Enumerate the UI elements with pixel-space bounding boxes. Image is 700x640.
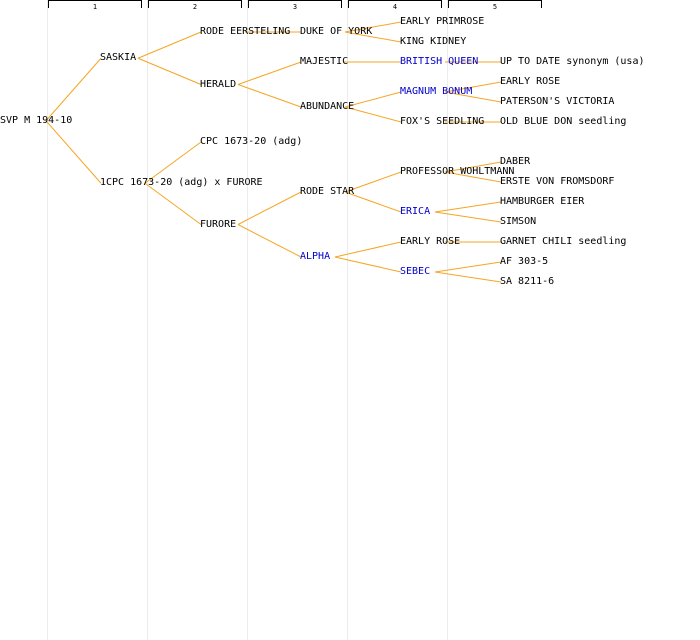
pedigree-edge [45, 120, 102, 184]
variety-label: ERSTE VON FROMSDORF [500, 176, 615, 187]
variety-label: DUKE OF YORK [300, 26, 373, 37]
pedigree-edge [144, 182, 202, 225]
generation-bracket: 4 [348, 0, 442, 11]
variety-label: AF 303-5 [500, 256, 549, 267]
variety-label: UP TO DATE synonym (usa) [500, 56, 645, 67]
pedigree-edge [237, 224, 302, 258]
variety-label: EARLY ROSE [500, 76, 561, 87]
generation-bracket: 5 [448, 0, 542, 11]
pedigree-edge [237, 61, 302, 85]
variety-label: SASKIA [100, 52, 137, 64]
pedigree-edge [237, 84, 302, 108]
pedigree-edge [344, 191, 402, 213]
pedigree-edge [434, 201, 502, 213]
pedigree-edge [344, 31, 402, 43]
root-variety-label: SVP M 194-10 [0, 114, 73, 126]
pedigree-edge [45, 57, 102, 122]
pedigree-edge [137, 31, 202, 59]
pedigree-edge [434, 271, 502, 283]
variety-label: CPC 1673-20 (adg) [200, 136, 303, 147]
variety-label: BRITISH QUEEN [400, 56, 479, 67]
variety-label: MAGNUM BONUM [400, 86, 473, 97]
column-guide [447, 0, 448, 640]
pedigree-edge [344, 21, 402, 33]
variety-label: PATERSON'S VICTORIA [500, 96, 615, 107]
pedigree-edge [344, 106, 402, 123]
pedigree-edge [444, 171, 502, 183]
variety-label: 1CPC 1673-20 (adg) x FURORE [100, 177, 263, 189]
pedigree-edge [444, 81, 502, 93]
variety-label: HERALD [200, 78, 237, 90]
variety-label: FOX'S SEEDLING [400, 116, 485, 127]
pedigree-edge [344, 91, 402, 108]
variety-label: ALPHA [300, 251, 331, 262]
generation-number: 1 [92, 3, 98, 11]
variety-label: SA 8211-6 [500, 276, 555, 287]
pedigree-edge [334, 256, 402, 273]
variety-label: OLD BLUE DON seedling [500, 116, 627, 127]
column-guide [47, 0, 48, 640]
generation-number: 4 [392, 3, 398, 11]
pedigree-edge [144, 141, 202, 184]
variety-label: SIMSON [500, 216, 537, 227]
pedigree-edge [444, 91, 502, 103]
variety-label: HAMBURGER EIER [500, 196, 585, 207]
pedigree-edge [237, 191, 302, 225]
variety-label: EARLY PRIMROSE [400, 16, 485, 27]
pedigree-edge [137, 57, 202, 85]
pedigree-edge [434, 211, 502, 223]
variety-label: ABUNDANCE [300, 101, 355, 112]
generation-number: 5 [492, 3, 498, 11]
variety-label: FURORE [200, 218, 237, 230]
column-guide [147, 0, 148, 640]
column-guide [347, 0, 348, 640]
pedigree-edge [434, 261, 502, 273]
variety-label: SEBEC [400, 266, 431, 277]
variety-label: RODE STAR [300, 186, 355, 197]
pedigree-edge [334, 241, 402, 258]
variety-label: KING KIDNEY [400, 36, 467, 47]
variety-label: EARLY ROSE [400, 236, 461, 247]
generation-number: 2 [192, 3, 198, 11]
generation-number: 3 [292, 3, 298, 11]
variety-label: DABER [500, 156, 531, 167]
generation-bracket: 2 [148, 0, 242, 11]
variety-label: ERICA [400, 206, 431, 217]
pedigree-edge [444, 161, 502, 173]
generation-bracket: 3 [248, 0, 342, 11]
variety-label: RODE EERSTELING [200, 26, 291, 37]
variety-label: GARNET CHILI seedling [500, 236, 627, 247]
pedigree-edge [344, 171, 402, 193]
generation-bracket: 1 [48, 0, 142, 11]
column-guide [247, 0, 248, 640]
variety-label: MAJESTIC [300, 56, 349, 67]
variety-label: PROFESSOR WOHLTMANN [400, 166, 515, 177]
